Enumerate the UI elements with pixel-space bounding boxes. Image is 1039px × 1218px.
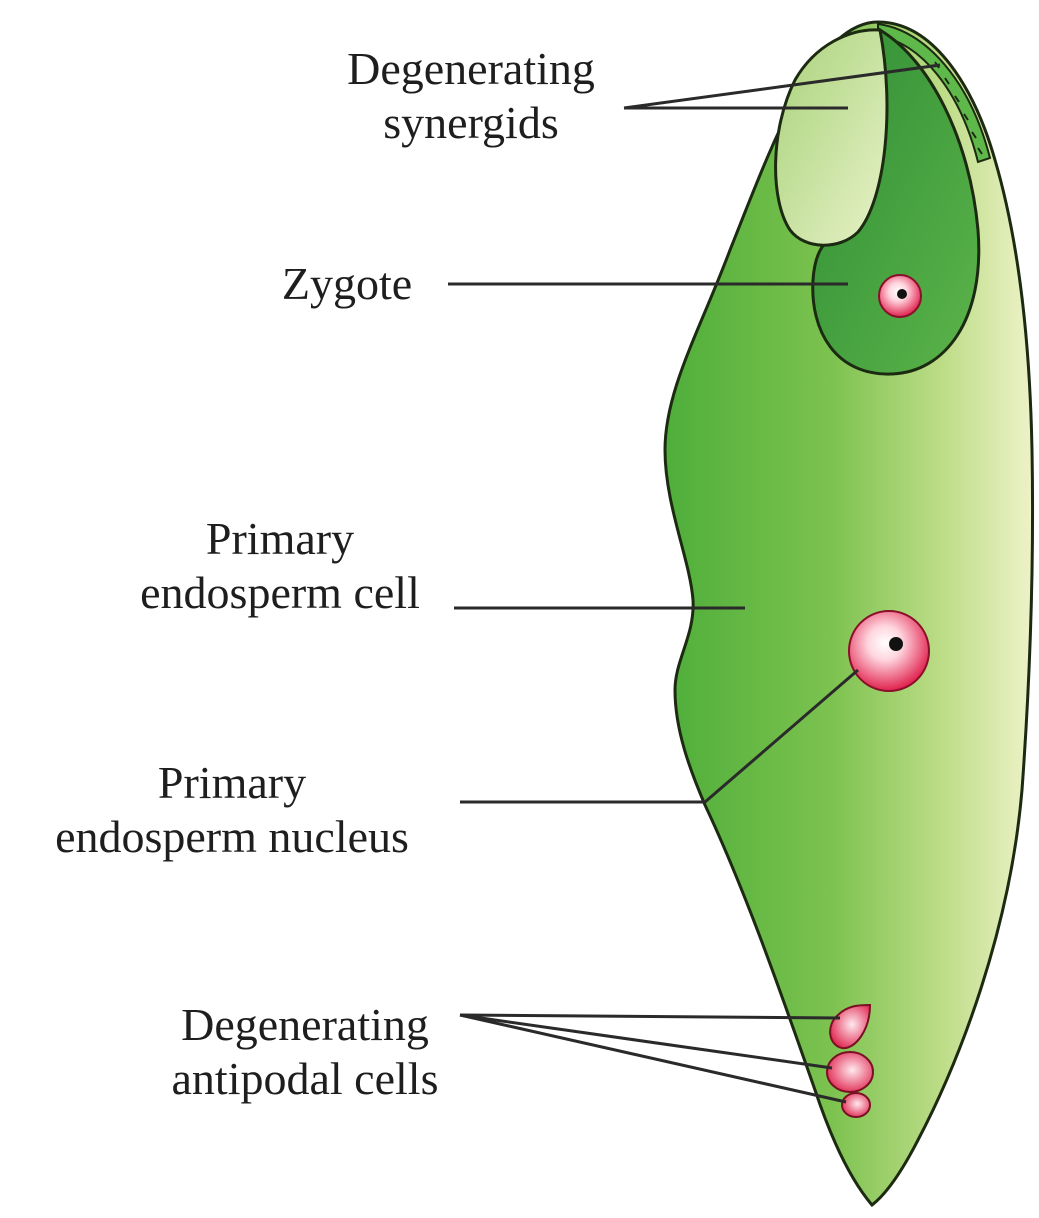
label-pen-line1: Primary (20, 756, 444, 810)
label-antipodal-line1: Degenerating (140, 998, 470, 1052)
label-zygote-line1: Zygote (262, 257, 432, 311)
label-degenerating-synergids: Degenerating synergids (316, 42, 626, 150)
leader-antipodal-2 (460, 1015, 832, 1068)
leader-antipodal-3 (460, 1015, 846, 1102)
label-antipodal-line2: antipodal cells (140, 1052, 470, 1106)
label-pec-line1: Primary (108, 512, 452, 566)
leader-antipodal-1 (460, 1015, 840, 1018)
label-zygote: Zygote (262, 257, 432, 311)
antipodal-cell-2 (827, 1052, 873, 1092)
degenerating-synergid (776, 30, 887, 245)
label-primary-endosperm-nucleus: Primary endosperm nucleus (20, 756, 444, 864)
label-synergids-line1: Degenerating (316, 42, 626, 96)
label-pec-line2: endosperm cell (108, 566, 452, 620)
zygote-nucleolus (897, 289, 907, 299)
label-pen-line2: endosperm nucleus (20, 810, 444, 864)
primary-endosperm-nucleolus (889, 637, 903, 651)
label-primary-endosperm-cell: Primary endosperm cell (108, 512, 452, 620)
antipodal-cell-3 (842, 1093, 870, 1117)
label-synergids-line2: synergids (316, 96, 626, 150)
label-degenerating-antipodal-cells: Degenerating antipodal cells (140, 998, 470, 1106)
primary-endosperm-nucleus (849, 611, 929, 691)
